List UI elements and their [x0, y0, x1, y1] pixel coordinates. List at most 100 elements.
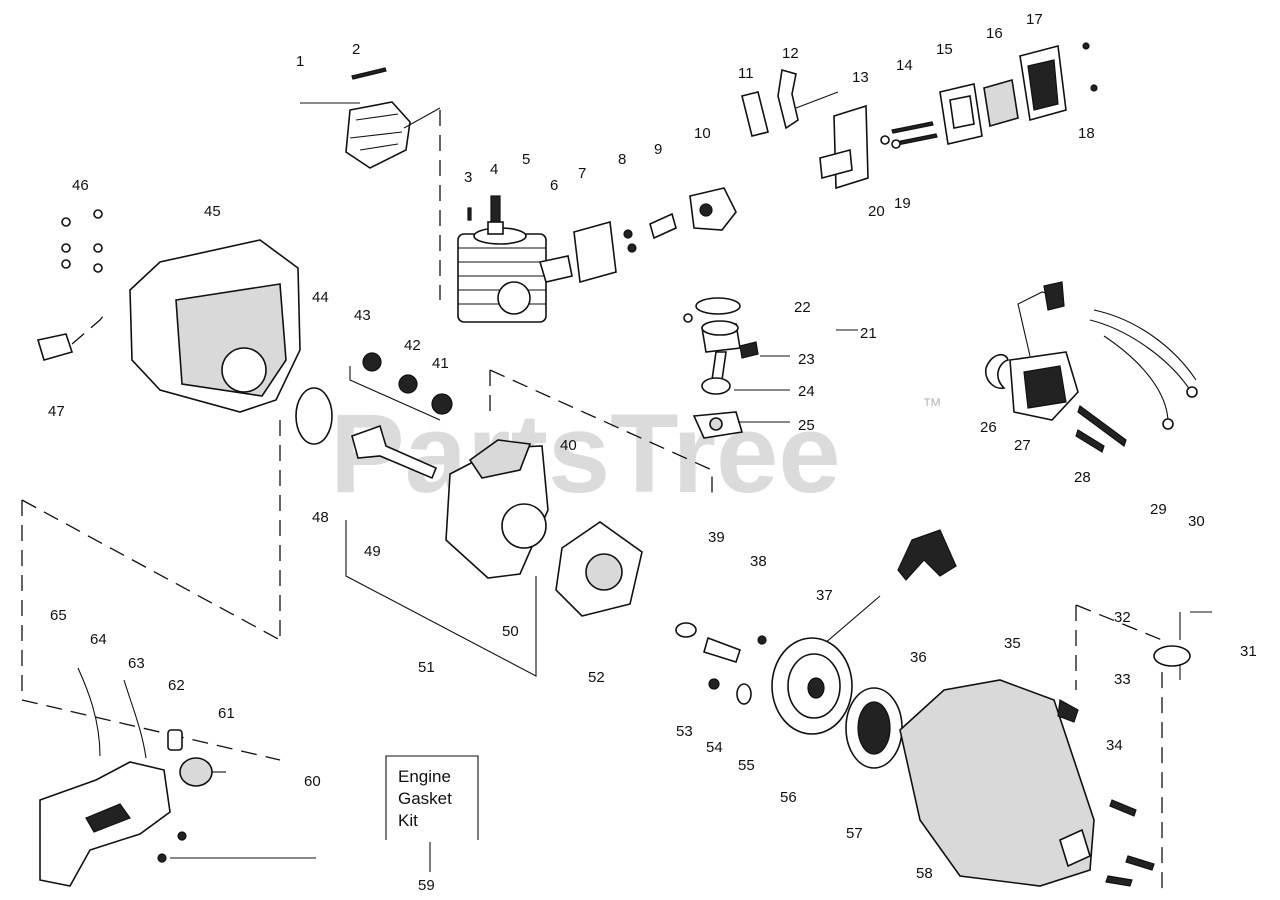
- callout-number[interactable]: 40: [560, 437, 577, 454]
- callout-number[interactable]: 50: [502, 623, 519, 640]
- callout-number[interactable]: 62: [168, 677, 185, 694]
- screw-part[interactable]: [1090, 84, 1098, 92]
- callout-number[interactable]: 4: [490, 161, 498, 178]
- screw-part[interactable]: [627, 243, 637, 253]
- callout-number[interactable]: 30: [1188, 513, 1205, 530]
- screw-part[interactable]: [623, 229, 633, 239]
- o-ring-part[interactable]: [295, 387, 333, 445]
- callout-number[interactable]: 28: [1074, 469, 1091, 486]
- washer-part[interactable]: [891, 139, 901, 149]
- callout-number[interactable]: 49: [364, 543, 381, 560]
- callout-number[interactable]: 18: [1078, 125, 1095, 142]
- filter-cover-part[interactable]: [1019, 44, 1067, 122]
- plate-part[interactable]: [741, 91, 769, 137]
- callout-number[interactable]: 39: [708, 529, 725, 546]
- seal-part[interactable]: [362, 352, 382, 372]
- callout-number[interactable]: 10: [694, 125, 711, 142]
- callout-number[interactable]: 23: [798, 351, 815, 368]
- screw-part[interactable]: [157, 853, 167, 863]
- callout-number[interactable]: 44: [312, 289, 329, 306]
- callout-number[interactable]: 14: [896, 57, 913, 74]
- callout-number[interactable]: 12: [782, 45, 799, 62]
- callout-number[interactable]: 64: [90, 631, 107, 648]
- callout-number[interactable]: 9: [654, 141, 662, 158]
- starter-handle-part[interactable]: [897, 529, 957, 581]
- callout-number[interactable]: 47: [48, 403, 65, 420]
- callout-number[interactable]: 48: [312, 509, 329, 526]
- callout-number[interactable]: 65: [50, 607, 67, 624]
- callout-number[interactable]: 32: [1114, 609, 1131, 626]
- callout-number[interactable]: 54: [706, 739, 723, 756]
- callout-number[interactable]: 3: [464, 169, 472, 186]
- spark-plug-part[interactable]: [487, 195, 504, 235]
- shroud-screws-part[interactable]: [61, 209, 103, 273]
- callout-number[interactable]: 41: [432, 355, 449, 372]
- bolt-part[interactable]: [891, 121, 934, 134]
- rewind-spring-part[interactable]: [845, 687, 903, 769]
- callout-number[interactable]: 20: [868, 203, 885, 220]
- fuel-line-part[interactable]: [123, 679, 147, 759]
- fuel-line-part[interactable]: [77, 667, 101, 757]
- bearing-part[interactable]: [431, 393, 453, 415]
- callout-number[interactable]: 42: [404, 337, 421, 354]
- callout-number[interactable]: 56: [780, 789, 797, 806]
- callout-number[interactable]: 37: [816, 587, 833, 604]
- callout-number[interactable]: 6: [550, 177, 558, 194]
- callout-number[interactable]: 53: [676, 723, 693, 740]
- callout-number[interactable]: 36: [910, 649, 927, 666]
- callout-number[interactable]: 38: [750, 553, 767, 570]
- engine-shroud-part[interactable]: [129, 239, 301, 413]
- callout-number[interactable]: 59: [418, 877, 435, 894]
- crankcase-part[interactable]: [445, 439, 549, 579]
- callout-number[interactable]: 26: [980, 419, 997, 436]
- callout-number[interactable]: 61: [218, 705, 235, 722]
- crankcase-half-part[interactable]: [555, 521, 643, 617]
- pin-part[interactable]: [351, 67, 387, 80]
- screw-part[interactable]: [1125, 855, 1155, 871]
- bearing-part[interactable]: [398, 374, 418, 394]
- callout-number[interactable]: 22: [794, 299, 811, 316]
- ignition-module-part[interactable]: [1009, 281, 1079, 421]
- starter-pulley-part[interactable]: [771, 637, 853, 735]
- callout-number[interactable]: 15: [936, 41, 953, 58]
- small-screw-part[interactable]: [467, 207, 472, 221]
- callout-number[interactable]: 29: [1150, 501, 1167, 518]
- bolt-part[interactable]: [895, 133, 938, 146]
- filter-element-part[interactable]: [983, 78, 1019, 128]
- callout-number[interactable]: 46: [72, 177, 89, 194]
- screw-part[interactable]: [708, 678, 720, 690]
- crankshaft-part[interactable]: [351, 424, 438, 480]
- bolt-part[interactable]: [1077, 405, 1127, 447]
- callout-number[interactable]: 55: [738, 757, 755, 774]
- intake-plate-part[interactable]: [573, 220, 617, 284]
- piston-assembly-part[interactable]: [683, 297, 759, 395]
- cylinder-part[interactable]: [457, 227, 547, 323]
- starter-bolt-part[interactable]: [675, 622, 742, 663]
- callout-number[interactable]: 27: [1014, 437, 1031, 454]
- callout-number[interactable]: 21: [860, 325, 877, 342]
- air-filter-base-part[interactable]: [819, 104, 869, 190]
- washer-part[interactable]: [880, 135, 890, 145]
- screw-part[interactable]: [1105, 875, 1133, 887]
- callout-number[interactable]: 31: [1240, 643, 1257, 660]
- screw-part[interactable]: [1082, 42, 1090, 50]
- filter-gasket-part[interactable]: [939, 83, 983, 145]
- carburetor-part[interactable]: [689, 187, 737, 231]
- callout-number[interactable]: 13: [852, 69, 869, 86]
- fuel-cap-part[interactable]: [179, 757, 226, 787]
- fuel-tank-part[interactable]: [39, 761, 171, 887]
- ground-wire-part[interactable]: [1089, 309, 1198, 430]
- bolt-part[interactable]: [1075, 429, 1105, 453]
- clip-part[interactable]: [1057, 699, 1079, 723]
- wire-clip-part[interactable]: [36, 333, 74, 361]
- callout-number[interactable]: 45: [204, 203, 221, 220]
- callout-number[interactable]: 8: [618, 151, 626, 168]
- callout-number[interactable]: 52: [588, 669, 605, 686]
- muffler-cover-part[interactable]: [345, 101, 411, 169]
- callout-number[interactable]: 17: [1026, 11, 1043, 28]
- gasket-part[interactable]: [538, 255, 573, 283]
- callout-number[interactable]: 11: [738, 65, 754, 82]
- callout-number[interactable]: 5: [522, 151, 530, 168]
- gasket-part[interactable]: [649, 212, 677, 240]
- screw-part[interactable]: [177, 831, 187, 841]
